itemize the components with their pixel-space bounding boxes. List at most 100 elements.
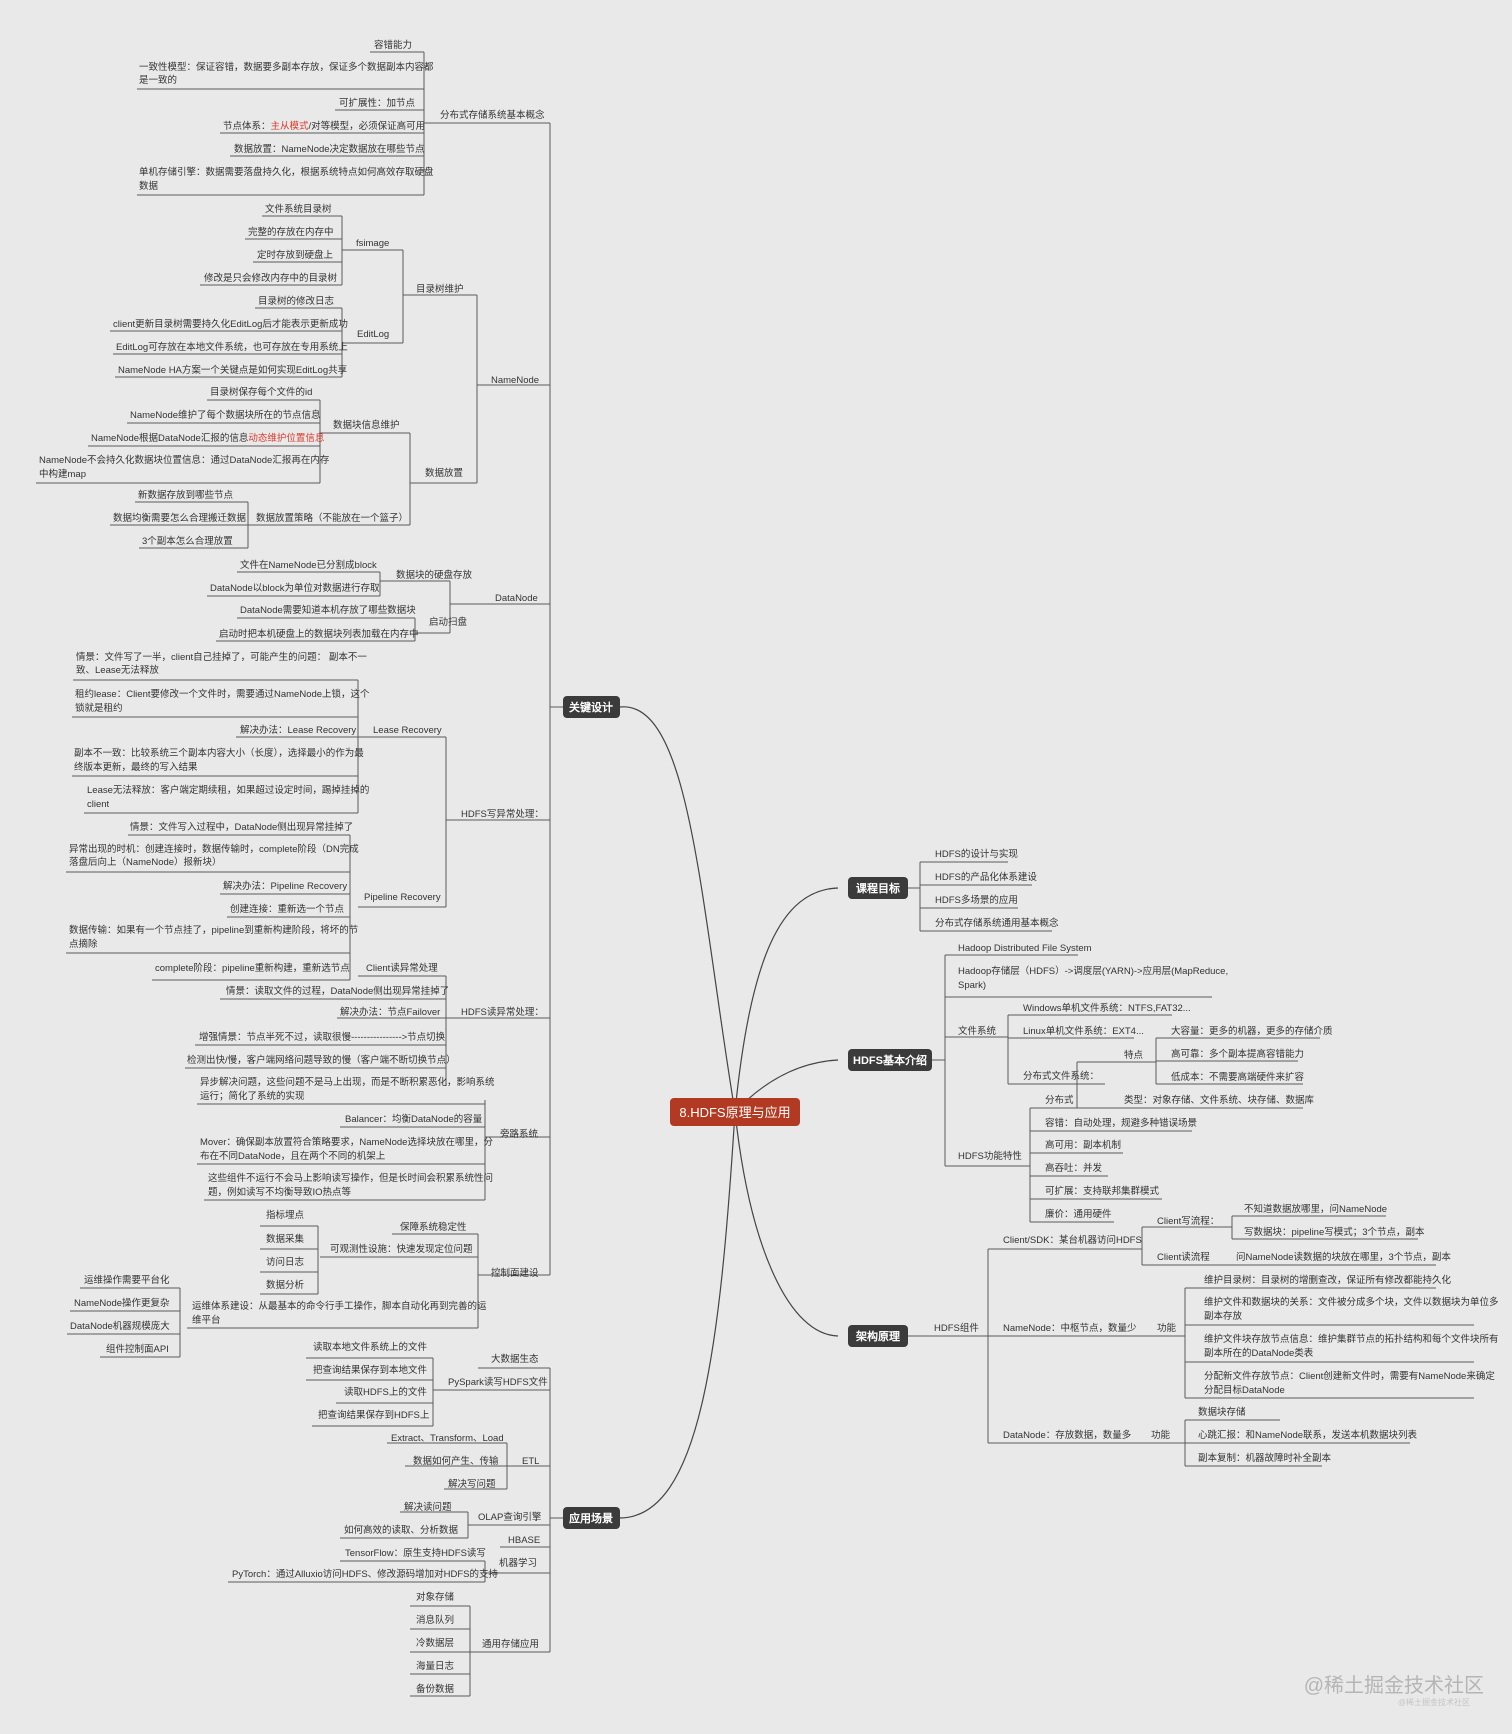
mindmap-node-n-fs3: 分布式文件系统： — [1023, 1070, 1099, 1082]
mindmap-node-n-pl4b: 题，例如读写不均衡导致IO热点等 — [208, 1186, 352, 1198]
mindmap-node-n-sjk2: NameNode维护了每个数据块所在的节点信息 — [130, 409, 321, 421]
mindmap-node-n-el3: EditLog可存放在本地文件系统，也可存放在专用系统上 — [116, 341, 348, 353]
mindmap-node-n-ty: 通用存储应用 — [482, 1638, 539, 1650]
mindmap-node-n-lr: Lease Recovery — [373, 725, 442, 736]
branch-key-design[interactable]: 关键设计 — [563, 696, 620, 718]
mindmap-node-n-cr2: 解决办法：节点Failover — [340, 1006, 440, 1018]
branch-hdfs-intro[interactable]: HDFS基本介绍 — [848, 1049, 932, 1071]
mindmap-node-n-ty2: 消息队列 — [416, 1614, 454, 1626]
center-node[interactable]: 8.HDFS原理与应用 — [670, 1098, 800, 1126]
mindmap-node-n-sjk1: 目录树保存每个文件的id — [210, 386, 312, 398]
mindmap-node-n-pr3: 解决办法：Pipeline Recovery — [223, 880, 347, 892]
node-control-plane[interactable]: 控制面建设 — [491, 1267, 539, 1279]
mindmap-node-n-gn5: 可扩展：支持联邦集群模式 — [1045, 1185, 1160, 1197]
mindmap-node-n-hb: HBASE — [508, 1535, 540, 1546]
mindmap-node-rich-0: 节点体系：主从模式/对等模型，必须保证高可用 — [223, 120, 425, 132]
mindmap-node-n-qd2: 启动时把本机硬盘上的数据块列表加载在内存中 — [219, 628, 419, 640]
mindmap-node-n-cl3: 3个副本怎么合理放置 — [142, 535, 233, 547]
mindmap-node-n-gn: HDFS功能特性 — [958, 1150, 1022, 1162]
node-write-exception[interactable]: HDFS写异常处理： — [461, 808, 544, 820]
mindmap-node-n-pl1a: 异步解决问题，这些问题不是马上出现，而是不断积累恶化，影响系统 — [200, 1076, 495, 1088]
mindmap-node-n-fcfs-1: 容错能力 — [374, 39, 412, 51]
mindmap-node-n-lr4b: 终版本更新，最终的写入结果 — [74, 761, 198, 773]
mindmap-node-n-sjfz: 数据放置 — [425, 467, 463, 479]
mindmap-node-n-fcfs-6b: 数据 — [139, 180, 159, 192]
mindmap-node-n-ml2a: TensorFlow：原生支持HDFS读写 — [345, 1547, 486, 1559]
mindmap-node-n-etl3: 解决写问题 — [448, 1478, 496, 1490]
branch-architecture[interactable]: 架构原理 — [848, 1325, 908, 1347]
mindmap-node-n-dnn: DataNode：存放数据，数量多 — [1003, 1429, 1131, 1441]
mindmap-node-n-nm4a: 分配新文件存放节点：Client创建新文件时，需要有NameNode来确定 — [1204, 1370, 1495, 1382]
mindmap-node-n-pr2a: 异常出现的时机：创建连接时，数据传输时，complete阶段（DN完成 — [69, 843, 359, 855]
mindmap-node-n-gn1: 分布式 — [1045, 1094, 1074, 1106]
course-goals-subtree: HDFS的设计与实现 HDFS的产品化体系建设 HDFS多场景的应用 分布式存储… — [908, 848, 1059, 932]
mindmap-node-n-kz2b: 数据采集 — [266, 1233, 305, 1245]
mindmap-node-n-kz2: 可观测性设施：快速发现定位问题 — [330, 1243, 473, 1255]
mindmap-node-n-fsi2: 完整的存放在内存中 — [248, 226, 334, 238]
mindmap-node-n-cr: Client读异常处理 — [366, 962, 438, 974]
mindmap-node-n-lr2b: 锁就是租约 — [75, 702, 123, 714]
mindmap-node-4: 应用场景 — [569, 1511, 613, 1525]
mindmap-node-n-etl: ETL — [522, 1456, 539, 1467]
node-bypass-system[interactable]: 旁路系统 — [500, 1128, 539, 1140]
mindmap-node-n-gn2: 容错：自动处理，规避多种错误场景 — [1045, 1117, 1197, 1129]
mindmap-node-n-fcfs-2b: 是一致的 — [139, 74, 177, 86]
mindmap-node-n-nm3b: 副本所在的DataNode类表 — [1204, 1347, 1314, 1359]
mindmap-node-n-dn3: 副本复制：机器故障时补全副本 — [1198, 1452, 1332, 1464]
mindmap-node-n-cw1: 不知道数据放哪里，问NameNode — [1244, 1203, 1387, 1215]
mindmap-node-n-qd1: DataNode需要知道本机存放了哪些数据块 — [240, 604, 416, 616]
mindmap-node-n-ct2: HDFS的产品化体系建设 — [935, 871, 1037, 883]
mindmap-node-n-kz2c: 访问日志 — [266, 1256, 304, 1268]
mindmap-node-n-fs: 文件系统 — [958, 1025, 997, 1037]
mindmap-node-2: HDFS基本介绍 — [853, 1053, 927, 1067]
node-read-exception[interactable]: HDFS读异常处理： — [461, 1006, 544, 1018]
node-datanode[interactable]: DataNode — [495, 593, 538, 604]
mindmap-node-n-dsj: 大数据生态 — [491, 1353, 539, 1365]
node-dist-storage-concepts[interactable]: 分布式存储系统基本概念 — [440, 109, 545, 121]
mindmap-node-n-crd: Client读流程 — [1157, 1251, 1210, 1263]
mindmap-node-n-dn1: 数据块存储 — [1198, 1406, 1246, 1418]
mindmap-node-n-ps3: 读取HDFS上的文件 — [344, 1386, 427, 1398]
mindmap-node-0: 关键设计 — [569, 700, 613, 714]
mindmap-node-n-fcfs-6a: 单机存储引擎：数据需要落盘持久化，根据系统特点如何高效存取硬盘 — [139, 166, 434, 178]
mindmap-node-n-olap2: 如何高效的读取、分析数据 — [344, 1524, 459, 1536]
mindmap-node-n-lr2a: 租约lease：Client要修改一个文件时，需要通过NameNode上锁，这个 — [75, 688, 370, 700]
mindmap-node-n-fsi3: 定时存放到硬盘上 — [257, 249, 334, 261]
mindmap-node-n-olap1: 解决读问题 — [404, 1501, 452, 1513]
mindmap-node-n-sjk: 数据块信息维护 — [333, 419, 400, 431]
mindmap-node-n-ps4: 把查询结果保存到HDFS上 — [318, 1409, 430, 1421]
mindmap-node-3: 架构原理 — [855, 1329, 900, 1343]
mindmap-node-n-cl2: 数据均衡需要怎么合理搬迁数据 — [113, 512, 247, 524]
mindmap-node-n-fs1: Windows单机文件系统：NTFS,FAT32... — [1023, 1002, 1191, 1014]
mindmap-node-n-etl2: 数据如何产生、传输 — [413, 1455, 499, 1467]
mindmap-node-n-bi2a: Hadoop存储层（HDFS）->调度层(YARN)->应用层(MapReduc… — [958, 965, 1228, 977]
mindmap-node-n-pr2b: 落盘后向上（NameNode）报新块） — [69, 856, 222, 868]
mindmap-node-n-cw2: 写数据块：pipeline写模式；3个节点，副本 — [1244, 1226, 1425, 1238]
mindmap-node-n-ct4: 分布式存储系统通用基本概念 — [935, 917, 1059, 929]
mindmap-node-n-yp: 数据块的硬盘存放 — [396, 569, 473, 581]
branch-use-cases[interactable]: 应用场景 — [563, 1507, 620, 1529]
mindmap-node-n-pl4a: 这些组件不运行不会马上影响读写操作，但是长时间会积累系统性问 — [208, 1172, 493, 1184]
mindmap-node-n-ct3: HDFS多场景的应用 — [935, 894, 1018, 906]
mindmap-node-n-cw: Client写流程： — [1157, 1215, 1219, 1227]
mindmap-node-n-ty4: 海量日志 — [416, 1660, 454, 1672]
mindmap-node-n-ml2: 机器学习 — [499, 1557, 537, 1569]
mindmap-node-n-el1: 目录树的修改日志 — [258, 295, 334, 307]
mindmap-node-n-dng: 功能 — [1151, 1429, 1171, 1441]
mindmap-node-n-gn4: 高吞吐：并发 — [1045, 1162, 1103, 1174]
mindmap-node-n-bi2b: Spark) — [958, 980, 986, 991]
node-namenode[interactable]: NameNode — [491, 375, 539, 386]
branch-course-goals[interactable]: 课程目标 — [848, 877, 908, 899]
mindmap-node-n-el2: client更新目录树需要持久化EditLog后才能表示更新成功 — [113, 318, 348, 330]
mindmap-node-n-gn3: 高可用：副本机制 — [1045, 1139, 1121, 1151]
mindmap-node-n-yp1: 文件在NameNode已分割成block — [240, 559, 377, 571]
mindmap-node-n-kz3e: DataNode机器规模庞大 — [70, 1320, 170, 1332]
mindmap-node-n-ps2: 把查询结果保存到本地文件 — [313, 1364, 428, 1376]
mindmap-node-n-ps: PySpark读写HDFS文件 — [448, 1376, 548, 1388]
mindmap-node-n-pr: Pipeline Recovery — [364, 892, 441, 903]
mindmap-node-1: 课程目标 — [856, 881, 900, 895]
mindmap-node-n-bi1: Hadoop Distributed File System — [958, 943, 1092, 954]
mindmap-node-n-lr1b: 致、Lease无法释放 — [76, 664, 159, 676]
mindmap-node-n-fs3t2: 高可靠：多个副本提高容错能力 — [1171, 1048, 1304, 1060]
mindmap-node-n-kz3c: 运维操作需要平台化 — [84, 1274, 170, 1286]
